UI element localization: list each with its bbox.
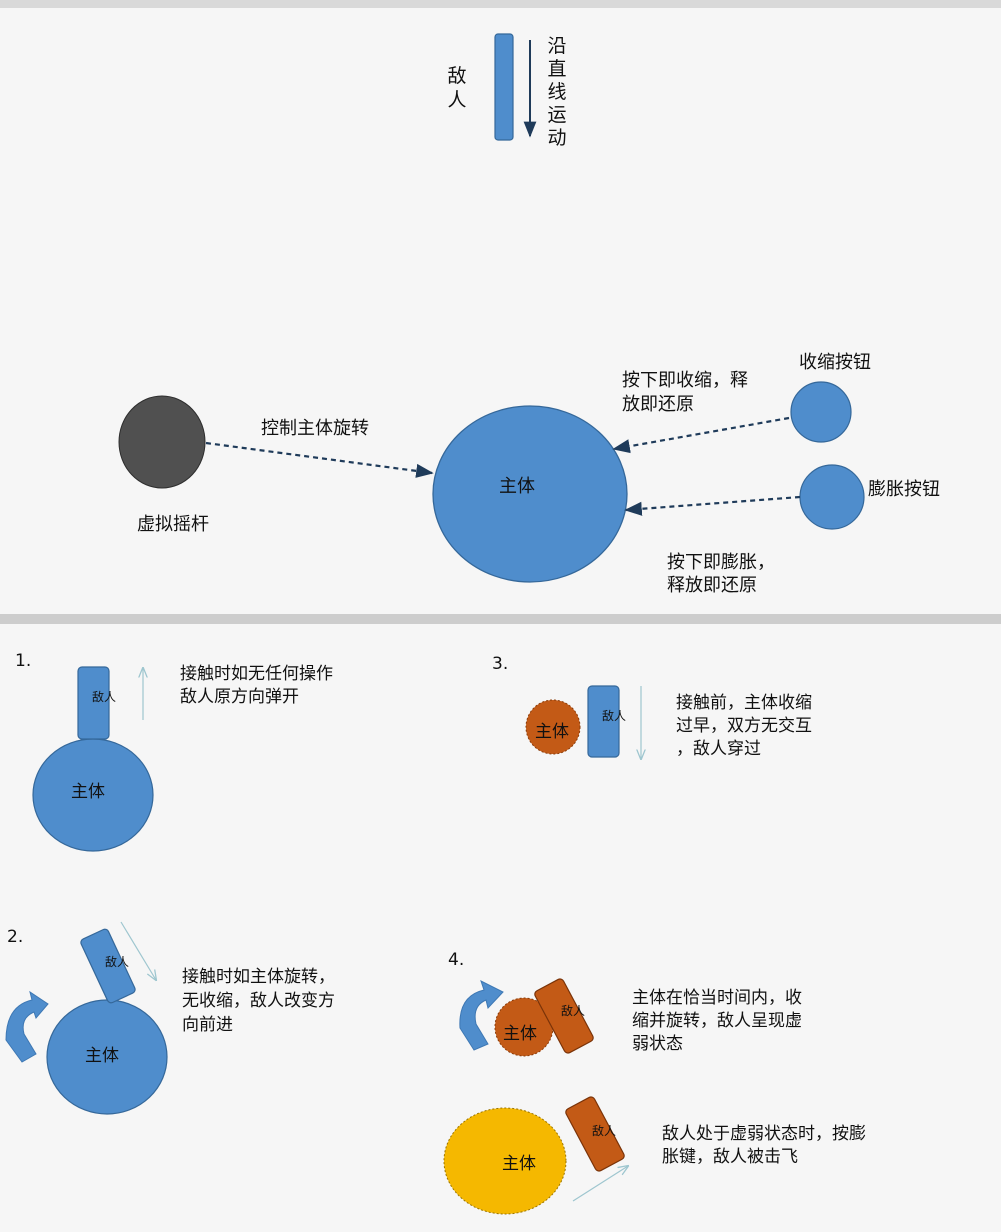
scenario-4: 4. 主体 敌人 主体在恰当时间内，收 缩并旋转，敌人呈现虚 弱状态 主体 敌人… bbox=[443, 950, 866, 1215]
vertical-motion-label: 沿 直 线 运 动 bbox=[547, 35, 566, 149]
scenario-3-desc-line-1: 接触前，主体收缩 bbox=[676, 693, 812, 713]
scenario-2-desc-line-1: 接触时如主体旋转， bbox=[182, 967, 335, 987]
scenario-4-desc-b-line-1: 敌人处于虚弱状态时，按膨 bbox=[662, 1124, 866, 1144]
top-section: 敌 人 沿 直 线 运 动 虚拟摇杆 控制主体旋转 主体 收缩按钮 按下即收缩，… bbox=[118, 33, 940, 596]
scenario-3-shrunk-body bbox=[525, 699, 581, 755]
svg-text:沿: 沿 bbox=[547, 35, 566, 57]
shrink-note-line-1: 按下即收缩，释 bbox=[622, 370, 748, 391]
scenario-2-desc-line-2: 无收缩，敌人改变方 bbox=[182, 991, 335, 1011]
shrink-note-line-2: 放即还原 bbox=[622, 394, 694, 415]
scenario-1-desc-line-2: 敌人原方向弹开 bbox=[180, 687, 299, 707]
top-edge-strip bbox=[0, 0, 1001, 8]
scenario-4-desc-a-line-1: 主体在恰当时间内，收 bbox=[632, 988, 802, 1008]
scenario-1-desc-line-1: 接触时如无任何操作 bbox=[180, 664, 333, 684]
joystick-arrow-label: 控制主体旋转 bbox=[261, 418, 369, 439]
scenario-4-number: 4. bbox=[448, 950, 464, 970]
svg-text:线: 线 bbox=[547, 81, 566, 103]
virtual-joystick bbox=[118, 395, 206, 489]
section-separator bbox=[0, 614, 1001, 624]
scenario-4-body-label-a: 主体 bbox=[503, 1024, 537, 1044]
expand-note-line-2: 释放即还原 bbox=[667, 575, 757, 596]
scenario-1: 1. 主体 敌人 接触时如无任何操作 敌人原方向弹开 bbox=[15, 651, 333, 852]
svg-text:动: 动 bbox=[547, 127, 566, 149]
expand-note-line-1: 按下即膨胀， bbox=[667, 552, 775, 573]
scenario-3-number: 3. bbox=[492, 654, 508, 674]
scenario-4-desc-b-line-2: 胀键，敌人被击飞 bbox=[662, 1147, 798, 1167]
scenario-1-enemy bbox=[77, 666, 110, 740]
scenario-4-weakened-enemy-a bbox=[534, 978, 594, 1054]
svg-text:运: 运 bbox=[547, 104, 566, 126]
scenario-4-expanded-body bbox=[443, 1107, 567, 1215]
expand-arrow bbox=[624, 495, 801, 516]
scenario-2-rotate-icon bbox=[5, 990, 49, 1063]
enemy-label-char-1: 敌 bbox=[447, 65, 466, 87]
scenario-2-desc-line-3: 向前进 bbox=[182, 1015, 233, 1035]
scenario-3-body-label: 主体 bbox=[535, 722, 569, 742]
enemy-label-char-2: 人 bbox=[447, 89, 466, 111]
scenario-2-enemy-label: 敌人 bbox=[105, 954, 129, 969]
scenario-2-number: 2. bbox=[7, 927, 23, 947]
scenario-3-enemy-label: 敌人 bbox=[602, 708, 626, 723]
scenario-4-weakened-enemy-b bbox=[565, 1096, 625, 1172]
scenario-2: 2. 主体 敌人 接触时如主体旋转， 无收缩，敌人改变方 向前进 bbox=[5, 921, 335, 1115]
main-body-circle bbox=[432, 405, 628, 583]
scenario-4-body-label-b: 主体 bbox=[502, 1154, 536, 1174]
svg-text:直: 直 bbox=[547, 58, 566, 80]
scenario-4-desc-a-line-3: 弱状态 bbox=[632, 1034, 683, 1054]
scenario-4-rotate-icon bbox=[459, 980, 504, 1051]
scenario-3-desc-line-3: ，敌人穿过 bbox=[676, 739, 761, 759]
scenario-2-deflect-arrow bbox=[120, 921, 156, 980]
shrink-arrow bbox=[612, 416, 790, 454]
scenario-2-body-label: 主体 bbox=[85, 1046, 119, 1066]
joystick-label: 虚拟摇杆 bbox=[137, 514, 209, 535]
scenario-1-body-label: 主体 bbox=[71, 782, 105, 802]
scenario-4-enemy-label-b: 敌人 bbox=[592, 1123, 616, 1138]
scenario-1-number: 1. bbox=[15, 651, 31, 671]
scenario-3-enemy bbox=[587, 685, 620, 758]
scenario-2-enemy bbox=[80, 928, 136, 1004]
scenario-3: 3. 主体 敌人 接触前，主体收缩 过早，双方无交互 ，敌人穿过 bbox=[492, 654, 812, 759]
shrink-button bbox=[790, 381, 852, 443]
scenario-4-desc-a-line-2: 缩并旋转，敌人呈现虚 bbox=[632, 1011, 802, 1031]
shrink-button-label: 收缩按钮 bbox=[799, 352, 871, 373]
expand-button bbox=[799, 464, 865, 530]
scenario-4-launch-arrow bbox=[572, 1166, 628, 1202]
scenario-4-enemy-label-a: 敌人 bbox=[561, 1003, 585, 1018]
scenario-1-enemy-label: 敌人 bbox=[92, 689, 116, 704]
joystick-arrow bbox=[205, 441, 434, 478]
scenario-3-desc-line-2: 过早，双方无交互 bbox=[676, 716, 812, 736]
enemy-bar bbox=[494, 33, 514, 141]
main-body-label: 主体 bbox=[499, 476, 535, 497]
expand-button-label: 膨胀按钮 bbox=[868, 479, 940, 500]
